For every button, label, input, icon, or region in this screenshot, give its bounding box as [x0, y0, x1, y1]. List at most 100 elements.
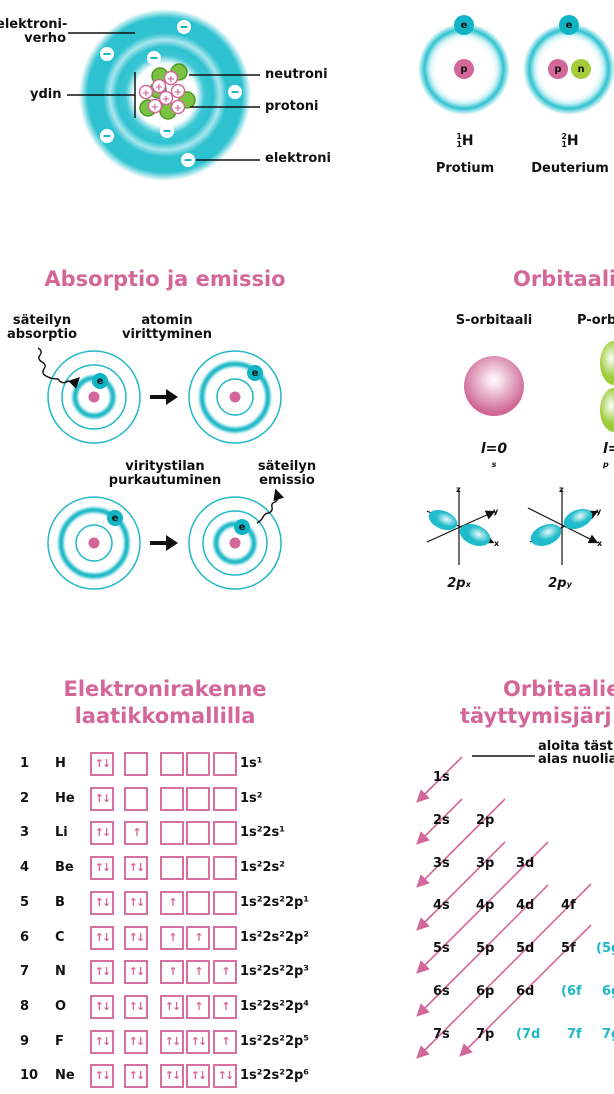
element-symbol: Ne [55, 1068, 75, 1084]
dec-line1: viritystilan [125, 459, 205, 474]
isotope-deuterium-atom [523, 15, 614, 115]
atomic-number: 10 [20, 1068, 39, 1084]
orbital-box: ↑↓ [213, 1064, 237, 1089]
atomic-number: 2 [20, 790, 30, 806]
label-nucleus: ydin [30, 87, 62, 102]
orbital-3p: 3p [476, 855, 495, 871]
abs-line1: säteilyn [12, 313, 72, 328]
deuterium-name: Deuterium [531, 161, 609, 176]
element-symbol: B [55, 894, 65, 910]
py-axis-z: z [559, 485, 564, 494]
element-symbol: Be [55, 860, 74, 876]
orbital-6d: 6d [516, 984, 535, 999]
exc-line1: atomin [141, 313, 193, 328]
protium-name: Protium [435, 161, 495, 176]
2py-subscript: y [566, 580, 572, 589]
s-orbital-label: S-orbitaali [455, 313, 533, 328]
orbital-box: ↑↓ [186, 1064, 210, 1089]
orbital-box: ↑↓ [124, 925, 148, 950]
atomic-number: 6 [20, 929, 30, 945]
s-l-subscript: s [491, 460, 497, 469]
2px-label: 2px [447, 577, 471, 592]
orbital-box: ↑↓ [90, 856, 114, 881]
orbital-box [160, 786, 184, 811]
orbital-box: ↑ [186, 994, 210, 1019]
py-axis-x: x [597, 539, 603, 548]
orbital-box: ↑↓ [124, 1064, 148, 1089]
protium-atomic-number: 1 [456, 140, 462, 149]
atom-model: +++ ++++ [67, 9, 260, 181]
emi-line1: säteilyn [257, 459, 317, 474]
electron-label-3: e [111, 513, 119, 524]
orbital-box: ↑↓ [160, 1064, 184, 1089]
atomic-number: 8 [20, 998, 30, 1014]
orbital-box: ↑ [213, 960, 237, 985]
px-axis-x: x [494, 539, 500, 548]
2py-text: 2p [548, 576, 567, 591]
protium-electron-label: e [460, 20, 468, 31]
electron-configuration: 1s²2s¹ [240, 825, 285, 841]
2py-label: 2py [548, 577, 572, 592]
orbital-box: ↑ [186, 960, 210, 985]
orbital-7f: 7f [567, 1026, 582, 1042]
orbital-5d: 5d [516, 941, 535, 957]
deuterium-symbol: H [566, 133, 579, 149]
orbital-box [160, 856, 184, 881]
orbital-box [186, 786, 210, 811]
atomic-number: 1 [20, 756, 30, 771]
orbital-box: ↑↓ [124, 994, 148, 1019]
orbital-box: ↑ [124, 821, 148, 846]
p-orbital-label: P-orb [577, 313, 614, 328]
box-model-title-line2: laatikkomallilla [74, 704, 256, 728]
orbital-box: ↑↓ [90, 821, 114, 846]
p-l-subscript: p [603, 460, 609, 469]
orbital-box: ↑↓ [124, 1029, 148, 1054]
orbital-1s: 1s [433, 770, 450, 785]
orbital-box: ↑↓ [90, 1029, 114, 1054]
orbital-3d: 3d [516, 855, 535, 871]
svg-text:+: + [151, 102, 159, 113]
orbital-box [213, 786, 237, 811]
deuterium-neutron-label: n [577, 64, 585, 75]
label-electron-cloud-line2: verho [24, 31, 66, 46]
orbital-6s: 6s [433, 984, 450, 999]
orbital-4f: 4f [561, 898, 576, 914]
electron-configuration: 1s²2s²2p² [240, 929, 309, 945]
electron-configuration: 1s²2s²2p³ [240, 964, 309, 980]
orbital-box [160, 752, 184, 776]
orbital-box [213, 856, 237, 881]
orbital-5f: 5f [561, 941, 576, 957]
orbital-box: ↑↓ [90, 890, 114, 915]
svg-text:+: + [142, 88, 150, 99]
orbital-box [213, 821, 237, 846]
orbital-box: ↑ [213, 994, 237, 1019]
orbital-7p: 7p [476, 1026, 495, 1042]
isotope-protium-atom [418, 15, 510, 115]
deuterium-atomic-number: 1 [561, 140, 567, 149]
element-symbol: H [55, 756, 66, 771]
orbital-box: ↑↓ [186, 1029, 210, 1054]
deuterium-electron-label: e [565, 20, 573, 31]
orbital-box: ↑↓ [124, 890, 148, 915]
orbital-box: ↑↓ [90, 752, 114, 776]
orbital-box: ↑↓ [90, 1064, 114, 1089]
orbital-2p: 2p [476, 812, 495, 828]
orbital-box: ↑ [160, 925, 184, 950]
orbital-7d: (7d [516, 1026, 541, 1042]
orbital-7g: 7g [602, 1026, 614, 1042]
orbital-box [213, 925, 237, 950]
orbital-5p: 5p [476, 941, 495, 957]
label-electron-cloud-line1: elektroni- [0, 17, 68, 32]
electron-configuration: 1s²2s² [240, 860, 285, 876]
py-axis-y: y [596, 507, 602, 516]
label-electron-cloud: elektroni-verho [0, 17, 68, 46]
electron-icon [147, 51, 161, 65]
filling-hint-line2: alas nuolia [538, 752, 614, 767]
electron-configuration: 1s¹ [240, 756, 263, 771]
orbital-box [213, 890, 237, 915]
